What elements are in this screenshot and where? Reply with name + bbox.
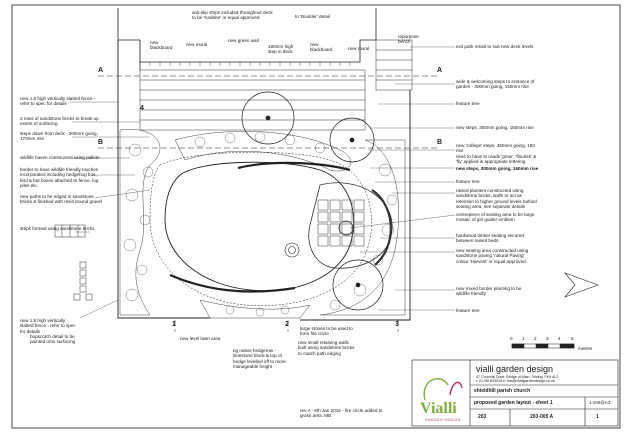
logo-swirl xyxy=(423,378,449,401)
scale-label-0: 0 xyxy=(510,336,513,341)
note-bottom-3: eg native hedgerow - limestone block & t… xyxy=(233,348,286,370)
section-a-left: A xyxy=(98,67,104,74)
note-new-blackboard-left: new blackboard xyxy=(150,40,173,51)
note-repurpose-bench: repurpose bench xyxy=(398,34,419,45)
path-edge-outer xyxy=(149,151,372,306)
feature-trees xyxy=(241,91,384,311)
mark-2-bottom: 2 xyxy=(285,321,289,328)
boundary-fence xyxy=(117,40,411,321)
scale-label-2: 2 xyxy=(534,336,537,341)
raised-planter xyxy=(237,161,351,172)
note-anti-slip: anti-slip strips included throughout dec… xyxy=(192,10,273,21)
note-bottom-0: new level lawn area xyxy=(180,336,221,341)
note-right-1: wide & welcoming steps to entrance of ga… xyxy=(456,79,535,90)
building-outline xyxy=(117,8,377,70)
note-right-6: feature tree xyxy=(456,179,480,184)
note-left-5: new paths to be edged in sandstone brick… xyxy=(20,194,102,205)
drawing-title: proposed garden layout - sheet 1 xyxy=(474,400,553,406)
note-left-8: hopscotch detail to be painted onto surf… xyxy=(30,334,76,345)
company-address: 47 Churchill Drive, Bridge of Allan, Sti… xyxy=(476,375,559,384)
note-right-12: feature tree xyxy=(456,308,480,313)
company-name: vialli garden design xyxy=(476,364,554,374)
note-new-blackboard-right: new blackboard xyxy=(310,42,333,53)
note-left-6: steps formed using sandstone bricks xyxy=(20,226,95,231)
note-right-0: exit path retold to suit new deck levels xyxy=(456,44,534,49)
note-right-2: feature tree xyxy=(456,101,480,106)
border-planting xyxy=(119,129,406,319)
scale-label-1: 1 xyxy=(522,336,525,341)
note-right-11: new mixed border planting to be wildlife… xyxy=(456,286,522,297)
scale-label-4: 4 xyxy=(558,336,561,341)
lawn-edge xyxy=(164,161,355,292)
scale-bar xyxy=(511,343,575,349)
note-left-2: steps down from deck - 300mm going, 170m… xyxy=(20,131,98,142)
scale-label-3: 3 xyxy=(546,336,549,341)
note-right-5: new steps, 300mm going, 160mm rise xyxy=(456,166,539,171)
mark-3-bottom: 3 xyxy=(395,321,399,328)
note-right-8: centrepiece of seating area to be large … xyxy=(456,212,535,223)
deck-area xyxy=(139,69,366,131)
note-new-mural-right: new mural xyxy=(348,46,370,51)
sheet-border xyxy=(11,4,621,429)
section-lines xyxy=(98,75,440,332)
section-b-left: B xyxy=(98,139,104,146)
leader-lines xyxy=(70,46,456,319)
note-bottom-1: large stones to be used to form fire cir… xyxy=(300,326,353,337)
section-a-right: A xyxy=(437,67,443,74)
note-bottom-4: rev A - 6th Jan 2015 - fire circle added… xyxy=(300,408,383,419)
mark-4: 4 xyxy=(140,105,144,112)
north-arrow xyxy=(564,272,599,298)
note-right-10: new seating area constructed using sands… xyxy=(456,248,529,264)
mosaic-emblem xyxy=(338,220,354,236)
title-block xyxy=(411,359,619,427)
left-steps xyxy=(54,224,86,238)
note-green-wall: new green wall xyxy=(228,38,259,43)
logo-subtext: GARDEN DESIGN xyxy=(425,418,461,422)
note-right-3: new steps, 300mm going, 160mm rise xyxy=(456,125,534,130)
logo-text: Vialli xyxy=(420,400,457,417)
shrubs xyxy=(123,131,398,317)
note-step-in-deck: 180mm high step in deck xyxy=(268,44,294,55)
note-right-4: new 'college' steps, 450mm going, 150 ri… xyxy=(456,143,537,165)
client-name: shieldhill parish church xyxy=(474,388,531,394)
drawing-scale: 1:100@A3 xyxy=(589,400,611,405)
note-left-4: border to have wildlife friendly touches… xyxy=(20,167,99,189)
note-left-0: new 1.8 high vertically slatted fence - … xyxy=(20,96,96,107)
section-b-right: B xyxy=(437,139,443,146)
lawn-and-paths xyxy=(149,151,372,306)
note-left-1: 3 rows of sandstone bricks to break up e… xyxy=(20,116,99,127)
hopscotch xyxy=(73,261,93,301)
sheet-number: 1 xyxy=(596,414,599,420)
scale-units: metres xyxy=(578,346,593,351)
note-right-9: hardwood timber seating secured between … xyxy=(456,233,524,244)
retaining-wall xyxy=(169,273,296,293)
fire-circle xyxy=(284,242,300,258)
note-left-3: wildlife haven constructed using pallets xyxy=(20,155,100,160)
note-boulder: to 'Boulder' detail xyxy=(295,14,330,19)
note-bottom-2: new small retaining walls built using sa… xyxy=(298,340,355,356)
mark-1-bottom: 1 xyxy=(172,321,176,328)
note-new-mural: new mural xyxy=(186,42,208,47)
seating-area xyxy=(308,182,393,269)
drawing-number: 203-005 A xyxy=(530,414,554,420)
job-number: 203 xyxy=(478,414,487,420)
note-right-7: raised planters constructed using sandst… xyxy=(456,188,537,210)
note-left-7: new 1.8 high vertically slatted fence - … xyxy=(20,318,76,334)
entrance-steps xyxy=(375,39,413,91)
scale-label-5: 5 xyxy=(571,336,574,341)
